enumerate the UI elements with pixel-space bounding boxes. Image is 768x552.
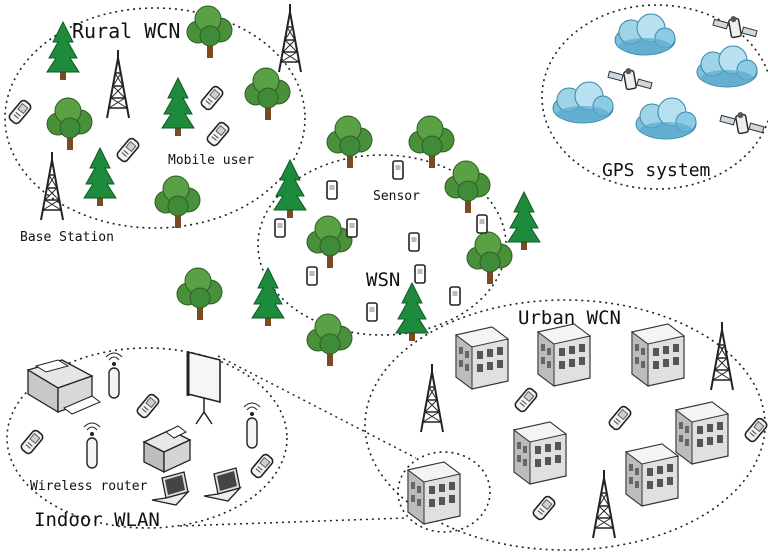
wireless-router-label: Wireless router [30, 479, 148, 494]
mobile-phone-icon [134, 392, 162, 420]
mobile-phone-icon [114, 136, 142, 164]
satellite-icon [711, 11, 759, 45]
mobile-user-label: Mobile user [168, 153, 254, 168]
mobile-phone-icon [606, 404, 634, 432]
tree-icon [444, 160, 491, 214]
zoom-line-top [217, 355, 417, 459]
tree-icon [466, 231, 513, 285]
mobile-phone-icon [248, 452, 276, 480]
base-station-tower-icon [278, 3, 302, 73]
rural-wcn-label: Rural WCN [72, 19, 180, 43]
base-station-tower-icon [106, 49, 130, 119]
sensor-node-icon [274, 218, 286, 238]
wireless-router-icon [105, 352, 123, 399]
base-station-tower-icon [40, 151, 64, 221]
indoor-wlan-boundary [6, 347, 288, 529]
indoor-building-boundary [397, 451, 491, 533]
base-station-tower-icon [710, 321, 734, 391]
pine-tree-icon [507, 191, 541, 251]
satellite-icon [606, 63, 654, 97]
sensor-node-icon [326, 180, 338, 200]
office-building-icon [675, 401, 729, 465]
mobile-phone-icon [198, 84, 226, 112]
mobile-phone-icon [6, 98, 34, 126]
tree-icon [176, 267, 223, 321]
sensor-node-icon [346, 218, 358, 238]
pine-tree-icon [251, 267, 285, 327]
projector-screen-icon [186, 350, 221, 425]
pine-tree-icon [395, 282, 429, 342]
pine-tree-icon [161, 77, 195, 137]
mobile-phone-icon [530, 494, 558, 522]
urban-wcn-label: Urban WCN [518, 307, 621, 329]
mobile-phone-icon [512, 386, 540, 414]
wsn-boundary [257, 154, 507, 336]
laptop-icon [203, 467, 241, 502]
sensor-node-icon [306, 266, 318, 286]
pine-tree-icon [83, 147, 117, 207]
mobile-phone-icon [18, 428, 46, 456]
tree-icon [186, 5, 233, 59]
tree-icon [244, 67, 291, 121]
fax-printer-icon [26, 359, 101, 415]
office-building-icon [407, 461, 461, 525]
tree-icon [46, 97, 93, 151]
cloud-icon [614, 13, 676, 56]
wsn-label: WSN [366, 269, 400, 291]
rural-wcn-boundary [4, 7, 306, 229]
office-building-icon [625, 443, 679, 507]
tree-icon [326, 115, 373, 169]
pine-tree-icon [273, 159, 307, 219]
base-station-tower-icon [592, 469, 616, 539]
office-building-icon [631, 323, 685, 387]
tree-icon [408, 115, 455, 169]
satellite-icon [718, 107, 766, 141]
sensor-node-icon [366, 302, 378, 322]
office-building-icon [455, 326, 509, 390]
laptop-icon [151, 471, 189, 506]
sensor-node-icon [449, 286, 461, 306]
cloud-icon [696, 45, 758, 88]
base-station-label: Base Station [20, 230, 114, 245]
printer-icon [142, 425, 192, 474]
tree-icon [306, 215, 353, 269]
wireless-router-icon [83, 422, 101, 469]
sensor-label: Sensor [373, 189, 420, 204]
gps-system-label: GPS system [602, 160, 710, 181]
office-building-icon [513, 421, 567, 485]
gps-system-boundary [541, 4, 768, 190]
indoor-wlan-label: Indoor WLAN [34, 509, 160, 531]
sensor-node-icon [476, 214, 488, 234]
sensor-node-icon [414, 264, 426, 284]
mobile-phone-icon [204, 120, 232, 148]
mobile-phone-icon [742, 416, 768, 444]
wireless-router-icon [243, 402, 261, 449]
office-building-icon [537, 323, 591, 387]
tree-icon [154, 175, 201, 229]
sensor-node-icon [408, 232, 420, 252]
cloud-icon [552, 81, 614, 124]
base-station-tower-icon [420, 363, 444, 433]
cloud-icon [635, 97, 697, 140]
zoom-line-bottom [179, 517, 406, 527]
sensor-node-icon [392, 160, 404, 180]
tree-icon [306, 313, 353, 367]
